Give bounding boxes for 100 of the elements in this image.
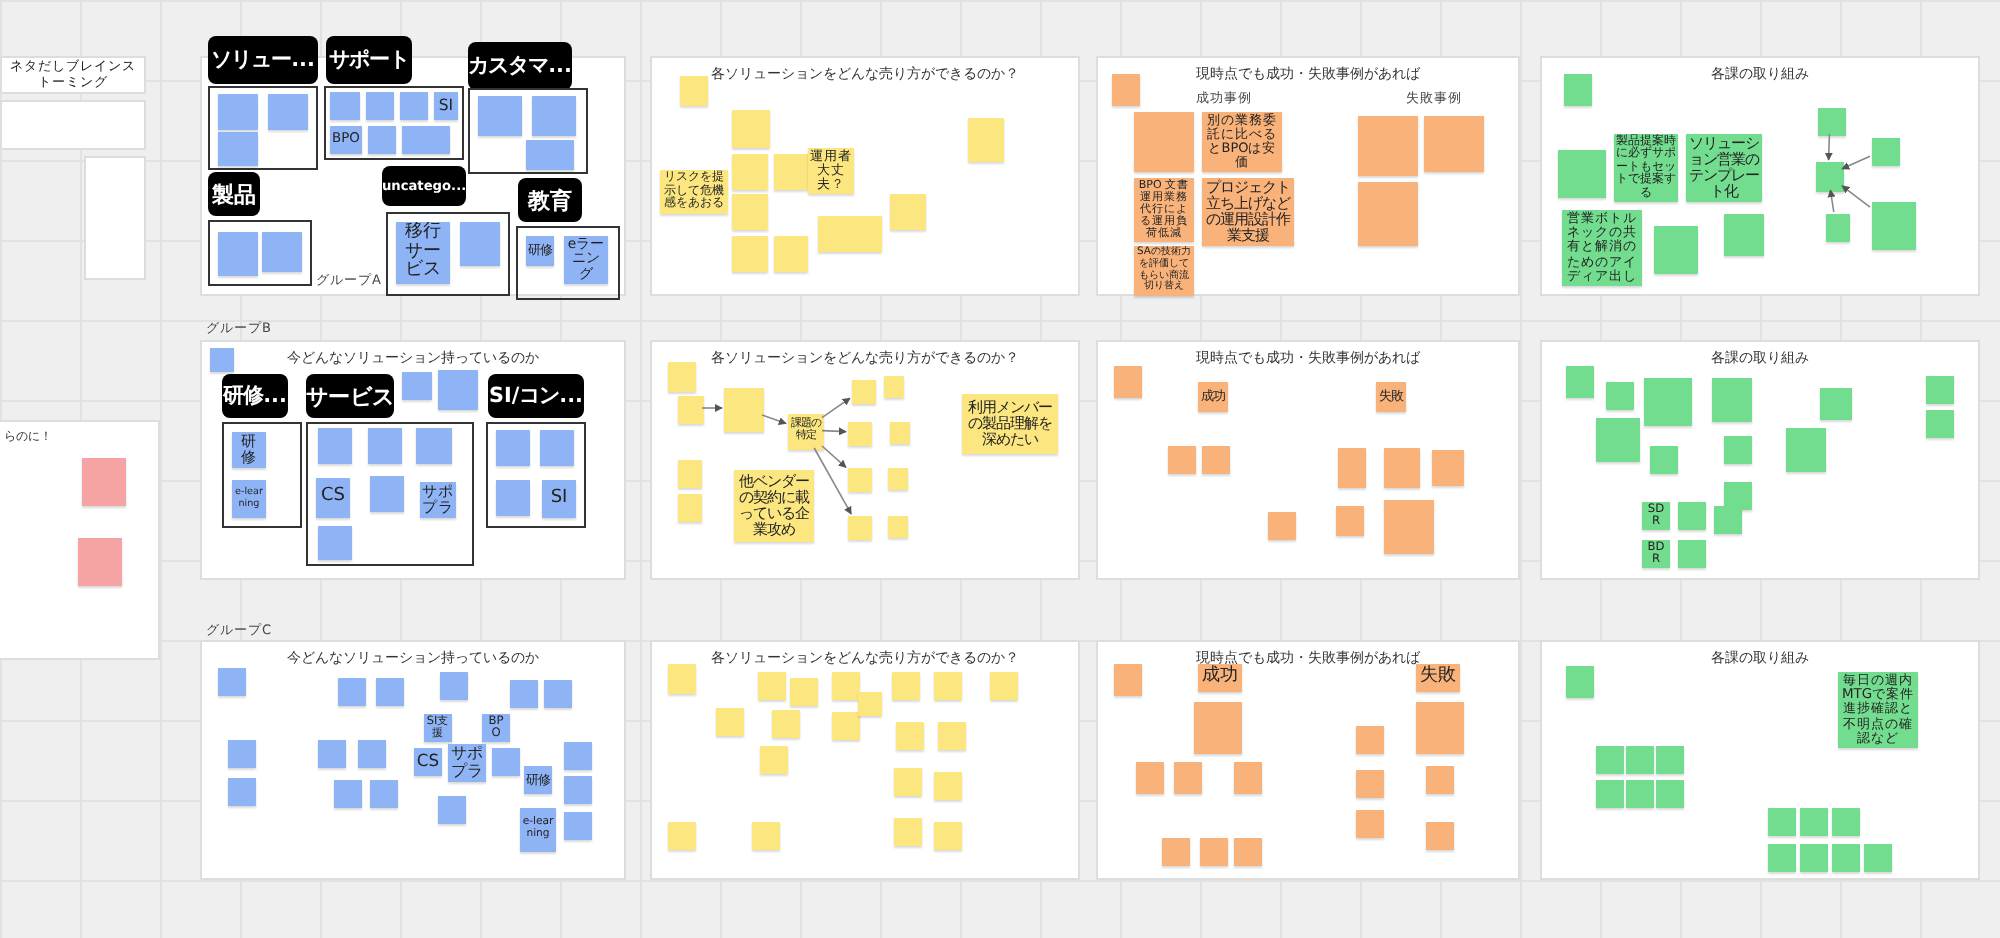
sticky-note: [1566, 666, 1594, 698]
group-heading: サポート: [326, 36, 412, 84]
sticky-note: [1356, 726, 1384, 754]
sticky-note: [218, 132, 258, 166]
sticky-note: [1864, 844, 1892, 872]
sticky-note: [1136, 762, 1164, 794]
sticky-note: [1424, 116, 1484, 172]
arrow: [1841, 185, 1871, 208]
arrow: [1824, 133, 1833, 161]
sticky-note: [678, 396, 704, 424]
sticky-note: [1714, 506, 1742, 534]
sticky-note: サポプラ: [448, 744, 486, 782]
sticky-note: [680, 76, 708, 106]
sticky-note: [678, 494, 702, 522]
sticky-note: [668, 664, 696, 694]
sticky-note: [818, 216, 882, 252]
sticky-note: [1426, 822, 1454, 850]
sticky-note: [1114, 366, 1142, 398]
sticky-note: [1268, 512, 1296, 540]
sticky-note: [228, 778, 256, 806]
sticky-note: [402, 372, 432, 400]
sticky-note: [218, 232, 258, 276]
sticky-note: [1832, 844, 1860, 872]
sticky-note: 失敗: [1416, 664, 1460, 692]
sticky-note: [1564, 74, 1592, 106]
sticky-note: [1596, 780, 1624, 808]
sticky-note: [1338, 448, 1366, 488]
sticky-note: [884, 376, 904, 398]
sticky-note: [78, 538, 122, 586]
sticky-note: [1174, 762, 1202, 794]
sticky-note: [1202, 446, 1230, 474]
board-frame: [200, 340, 626, 580]
sticky-note: 成功: [1198, 664, 1242, 692]
sticky-note: [1596, 746, 1624, 774]
sticky-note: [402, 126, 450, 154]
arrow: [821, 397, 851, 419]
sticky-note: [438, 370, 478, 410]
sticky-note: [1818, 108, 1846, 136]
sticky-note: [1336, 506, 1364, 536]
sticky-note: [1112, 74, 1140, 106]
board-frame: [200, 640, 626, 880]
sticky-note: [724, 388, 764, 432]
sticky-note: [1872, 138, 1900, 166]
sticky-note: [334, 780, 362, 808]
sticky-note: [732, 236, 768, 272]
arrow: [821, 427, 847, 436]
sticky-note: [1678, 540, 1706, 568]
sticky-note: [1816, 162, 1844, 192]
sticky-note: [752, 822, 780, 850]
sticky-note: [510, 680, 538, 708]
sticky-note: [1234, 838, 1262, 866]
sticky-note: [1162, 838, 1190, 866]
sticky-note: [564, 776, 592, 804]
board-frame: [1096, 56, 1520, 296]
group-heading: カスタマ...: [468, 42, 572, 90]
sticky-note: [1384, 500, 1434, 554]
board-frame: [1096, 340, 1520, 580]
sticky-note: CS: [414, 748, 442, 776]
arrow: [701, 404, 723, 412]
sticky-note: [858, 692, 882, 716]
sticky-note: [358, 740, 386, 768]
board-frame: [650, 640, 1080, 880]
sticky-note: [228, 740, 256, 768]
sticky-note: [1356, 810, 1384, 838]
sticky-note: [366, 92, 394, 120]
sticky-note: [1724, 482, 1752, 510]
sticky-note: [1800, 808, 1828, 836]
sticky-note: [758, 672, 786, 700]
sticky-note: SI: [542, 480, 576, 518]
sticky-note: [772, 710, 800, 738]
sticky-note: [1650, 446, 1678, 474]
sticky-note: [1926, 376, 1954, 404]
sticky-note: [732, 154, 768, 190]
sticky-note: [478, 96, 522, 136]
sticky-note: [438, 796, 466, 824]
sticky-note: [368, 428, 402, 464]
arrow: [813, 447, 852, 515]
board-frame: [650, 340, 1080, 580]
sticky-note: [262, 232, 302, 272]
sticky-note: [1234, 762, 1262, 794]
sticky-note: [1358, 116, 1418, 176]
sticky-note: [732, 194, 768, 230]
sticky-note: [338, 678, 366, 706]
sticky-note: [892, 672, 920, 700]
sticky-note: [1596, 418, 1640, 462]
sticky-note: [848, 468, 872, 492]
sticky-note: [934, 772, 962, 800]
sticky-note: [894, 818, 922, 846]
sticky-note: [668, 362, 696, 392]
sticky-note: [416, 428, 452, 464]
sticky-note: [1654, 226, 1698, 274]
arrow: [821, 445, 847, 469]
sticky-note: [894, 768, 922, 796]
sticky-note: [318, 740, 346, 768]
sticky-note: [1656, 746, 1684, 774]
sticky-note: [1826, 214, 1850, 242]
group-heading: 研修...: [222, 374, 288, 418]
sticky-note: [938, 722, 966, 750]
group-heading: 教育: [518, 178, 582, 222]
sticky-note: [1558, 150, 1606, 198]
